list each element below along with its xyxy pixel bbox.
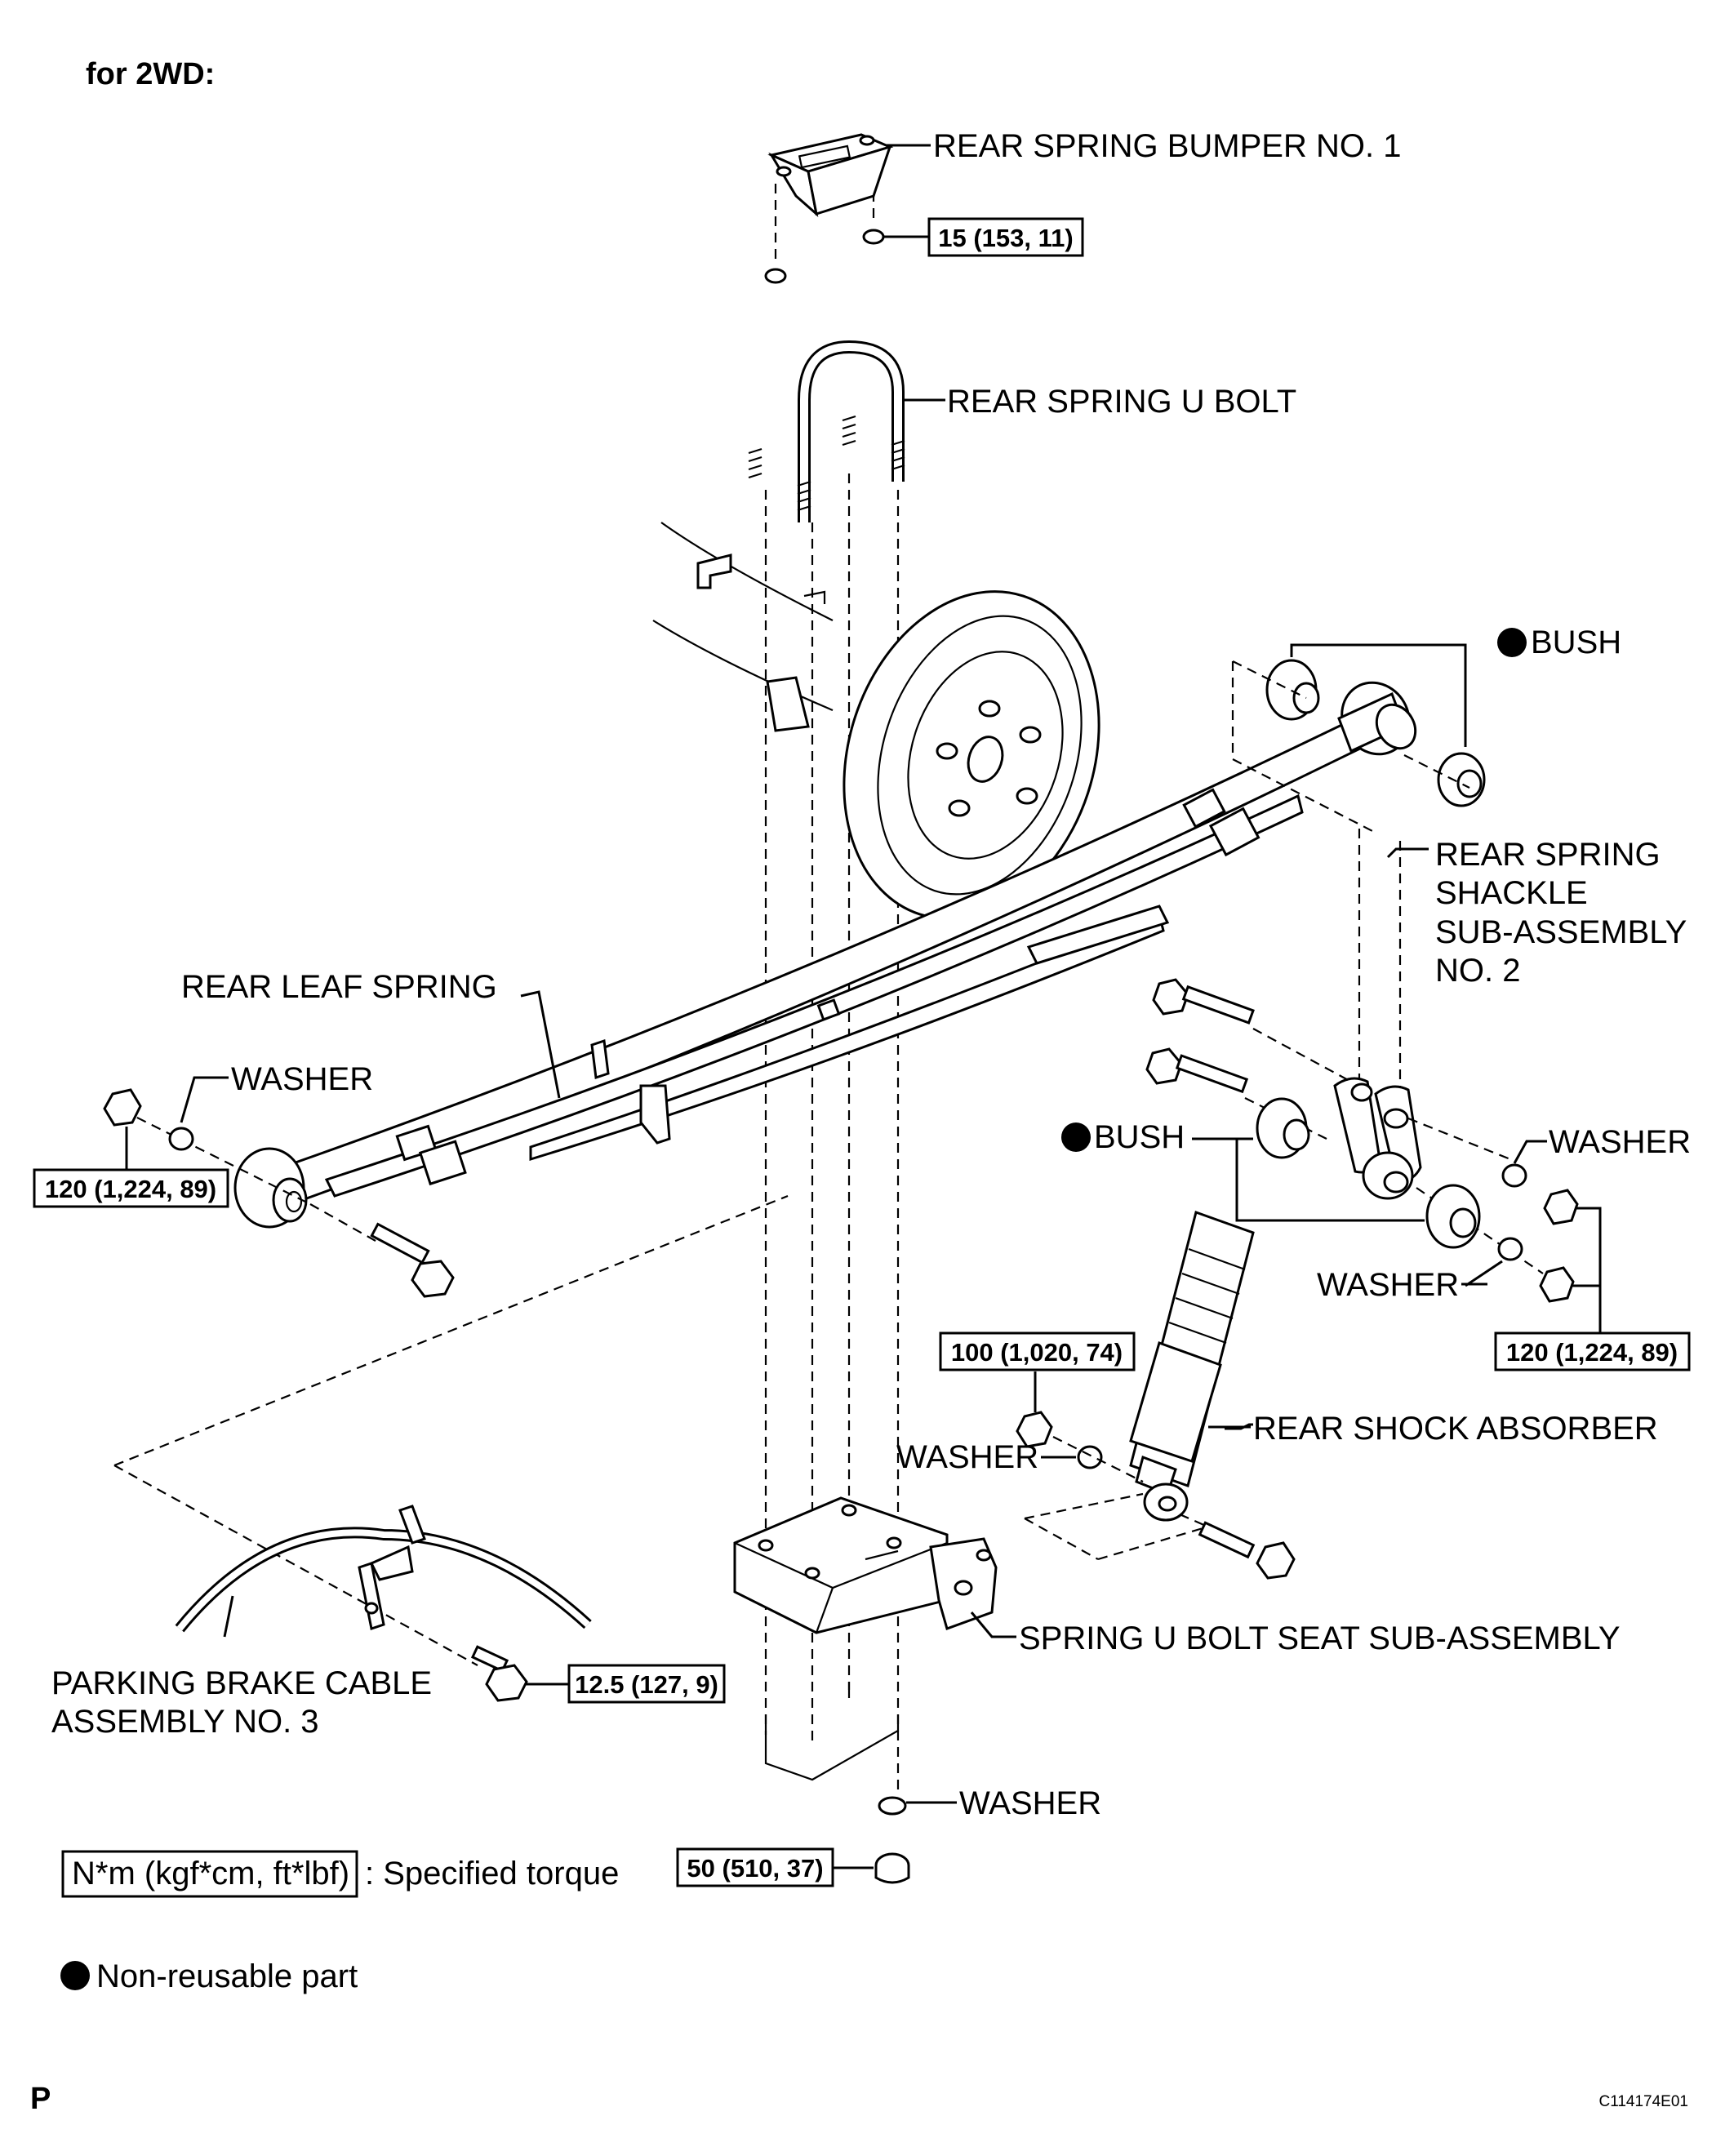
rear-spring-bumper [764, 133, 894, 284]
torque-box-shock-upper [939, 1331, 1136, 1371]
label-cable-1: PARKING BRAKE CABLE [51, 1665, 432, 1701]
front-eye-hardware [103, 1088, 455, 1298]
label-bush-mid: BUSH [1094, 1119, 1185, 1155]
label-washer-seat: WASHER [896, 1439, 1038, 1475]
legend-torque-box [61, 1850, 358, 1898]
cable-bolt [470, 1645, 528, 1702]
ubolt-guide-lines [764, 184, 900, 1796]
footer-figure-code: C114174E01 [1598, 2093, 1688, 2110]
label-rear-leaf-spring: REAR LEAF SPRING [181, 969, 497, 1005]
washer-right-leader [1513, 1140, 1547, 1164]
torque-shock-upper: 100 (1,020, 74) [951, 1338, 1123, 1367]
torque-box-cable [567, 1664, 726, 1704]
leaf-spring-leader [520, 990, 561, 1099]
washer-left-leader [180, 1076, 229, 1123]
label-rear-spring-u-bolt: REAR SPRING U BOLT [947, 384, 1296, 420]
torque-leaf-front: 120 (1,224, 89) [45, 1175, 216, 1203]
rear-leaf-spring [233, 681, 1417, 1229]
section-header: for 2WD: [86, 57, 215, 91]
label-shackle-2: SHACKLE [1435, 875, 1588, 911]
label-washer-mid-right: WASHER [1317, 1267, 1459, 1303]
bush-mid-pair [1256, 1097, 1481, 1249]
label-rear-shock-absorber: REAR SHOCK ABSORBER [1253, 1411, 1658, 1447]
bush-top-nonreusable-mark [1497, 628, 1527, 657]
parking-brake-cable [113, 1194, 789, 1666]
shock-upper-hardware [1016, 1411, 1144, 1483]
brake-drum [843, 590, 1100, 920]
rear-shock-absorber [1024, 1211, 1296, 1580]
bush-mid-nonreusable-mark [1061, 1122, 1091, 1152]
ubolt-bottom-hardware [874, 1796, 910, 1884]
legend-torque-text: : Specified torque [365, 1856, 619, 1892]
legend-nonreusable-text: Non-reusable part [96, 1958, 358, 1994]
torque-shackle: 120 (1,224, 89) [1506, 1338, 1678, 1367]
torque-ubolt-nut: 50 (510, 37) [687, 1854, 823, 1883]
torque-cable: 12.5 (127, 9) [575, 1670, 718, 1699]
bush-top-pair [1231, 659, 1486, 807]
torque-box-leaf-front [33, 1168, 229, 1208]
torque-box-shackle [1494, 1331, 1691, 1371]
label-washer-left: WASHER [231, 1061, 373, 1097]
footer-left-mark: P [30, 2082, 51, 2116]
label-shackle-1: REAR SPRING [1435, 837, 1661, 873]
label-washer-bottom: WASHER [959, 1785, 1101, 1821]
label-shackle-4: NO. 2 [1435, 953, 1520, 989]
shackle-torque-leader-a [1576, 1207, 1602, 1335]
label-rear-spring-bumper: REAR SPRING BUMPER NO. 1 [933, 128, 1401, 164]
bush-top-leader [1290, 643, 1467, 747]
torque-bumper: 15 (153, 11) [938, 224, 1073, 252]
rear-spring-shackle [1232, 758, 1422, 1200]
washer-mid-right-leader [1465, 1260, 1503, 1287]
shackle-leader [1386, 847, 1429, 859]
seat-leader [970, 1611, 1016, 1638]
label-shackle-3: SUB-ASSEMBLY [1435, 914, 1687, 950]
torque-box-bumper [927, 217, 1084, 257]
rear-spring-u-bolt [748, 309, 905, 522]
label-spring-u-bolt-seat: SPRING U BOLT SEAT SUB-ASSEMBLY [1019, 1620, 1621, 1656]
torque-box-ubolt-nut [676, 1847, 834, 1887]
spring-u-bolt-seat [733, 1496, 998, 1634]
label-cable-2: ASSEMBLY NO. 3 [51, 1704, 319, 1740]
label-bush-top: BUSH [1531, 625, 1621, 660]
legend-torque-unit: N*m (kgf*cm, ft*lbf) [72, 1856, 349, 1892]
label-washer-right: WASHER [1549, 1124, 1691, 1160]
legend-nonreusable-mark [60, 1961, 90, 1990]
cable-leader [223, 1595, 234, 1638]
axle-housing [652, 522, 834, 732]
shackle-bolts [1145, 978, 1579, 1303]
